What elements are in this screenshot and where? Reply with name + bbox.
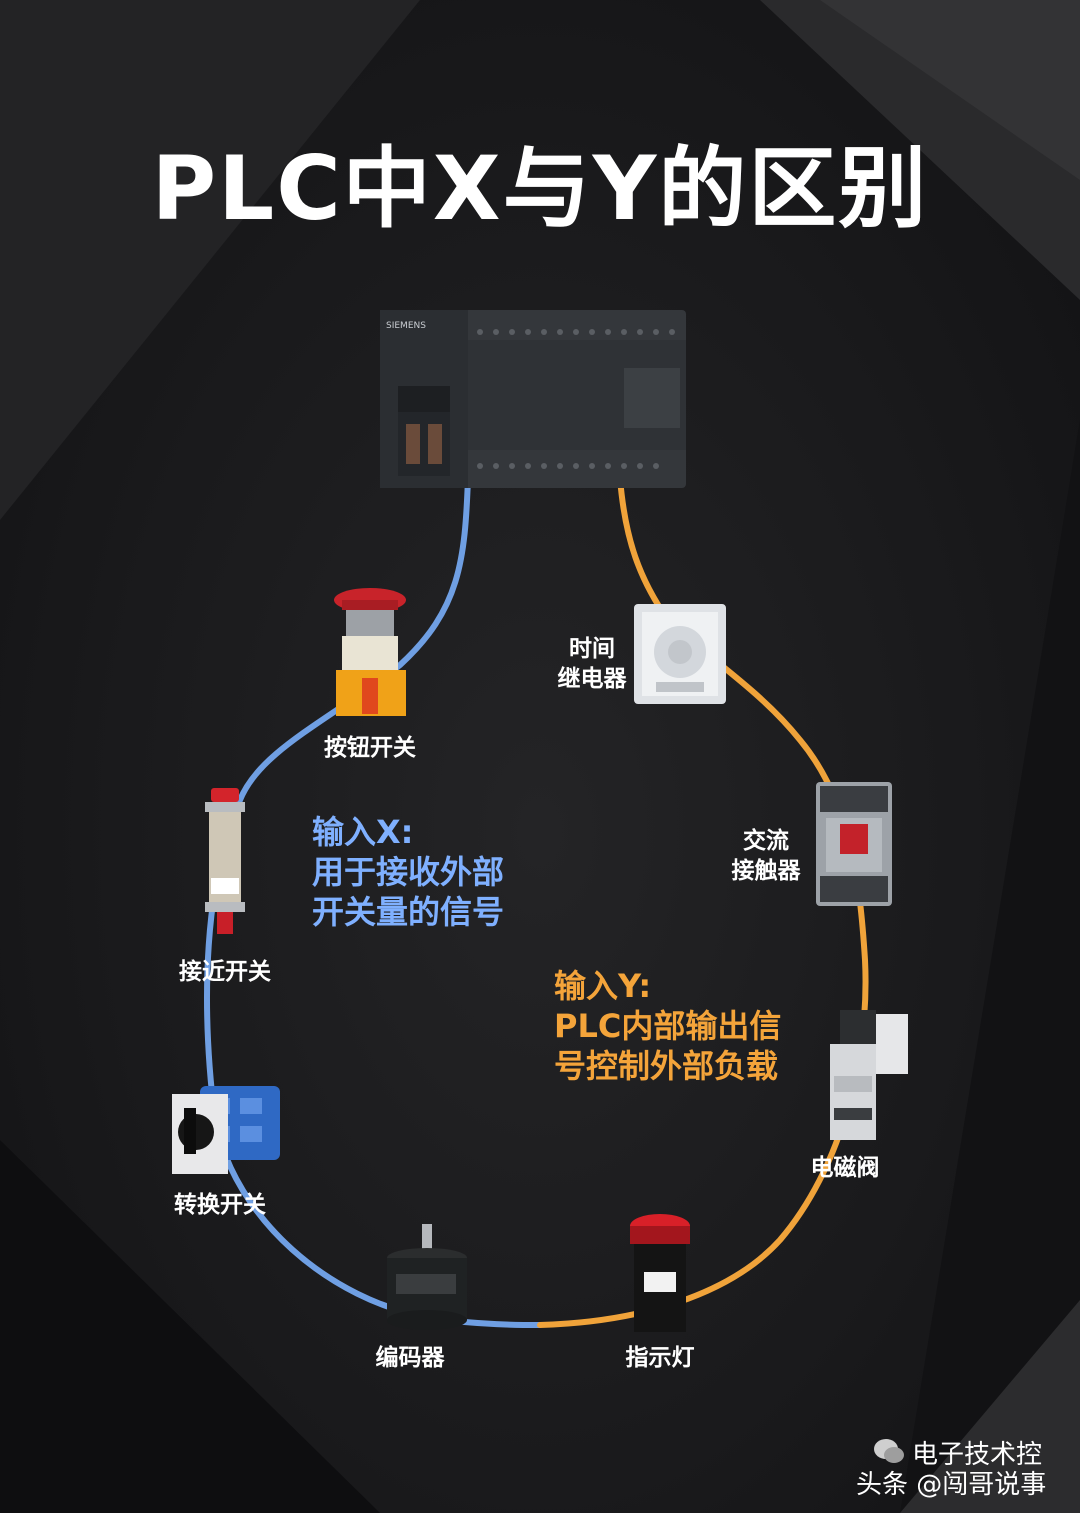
indicator-light-label: 指示灯 [625,1345,695,1371]
time-relay-icon [634,604,726,704]
solenoid-valve-label: 电磁阀 [810,1155,880,1181]
page-title: PLC中X与Y的区别 [151,137,929,240]
proximity-switch-icon [205,788,245,934]
watermark-line-1: 电子技术控 [912,1440,1043,1470]
input-note-line-1: 输入X: [312,813,414,851]
output-note-line-2: PLC内部输出信 [554,1007,782,1045]
input-note-line-2: 用于接收外部 [312,853,505,891]
encoder-label: 编码器 [375,1345,445,1371]
push-button-label: 按钮开关 [324,735,416,761]
input-note-line-3: 开关量的信号 [312,893,505,931]
encoder-icon [387,1224,467,1330]
plc-icon: SIEMENS [380,310,686,488]
time-relay-label-2: 继电器 [557,666,627,692]
output-note-line-3: 号控制外部负载 [554,1047,779,1085]
rotary-switch-icon [172,1086,280,1174]
output-note-line-1: 输入Y: [554,967,652,1005]
solenoid-valve-icon [830,1010,908,1140]
proximity-switch-label: 接近开关 [179,959,271,985]
plc-brand: SIEMENS [386,321,426,331]
indicator-light-icon [630,1214,690,1332]
contactor-label-2: 接触器 [731,858,801,884]
contactor-label-1: 交流 [743,828,789,854]
wechat-icon [874,1439,904,1463]
time-relay-label-1: 时间 [569,636,615,662]
push-button-icon [334,588,406,716]
rotary-switch-label: 转换开关 [174,1192,266,1218]
watermark-line-2: 头条 @闯哥说事 [856,1470,1047,1500]
contactor-icon [816,782,892,906]
